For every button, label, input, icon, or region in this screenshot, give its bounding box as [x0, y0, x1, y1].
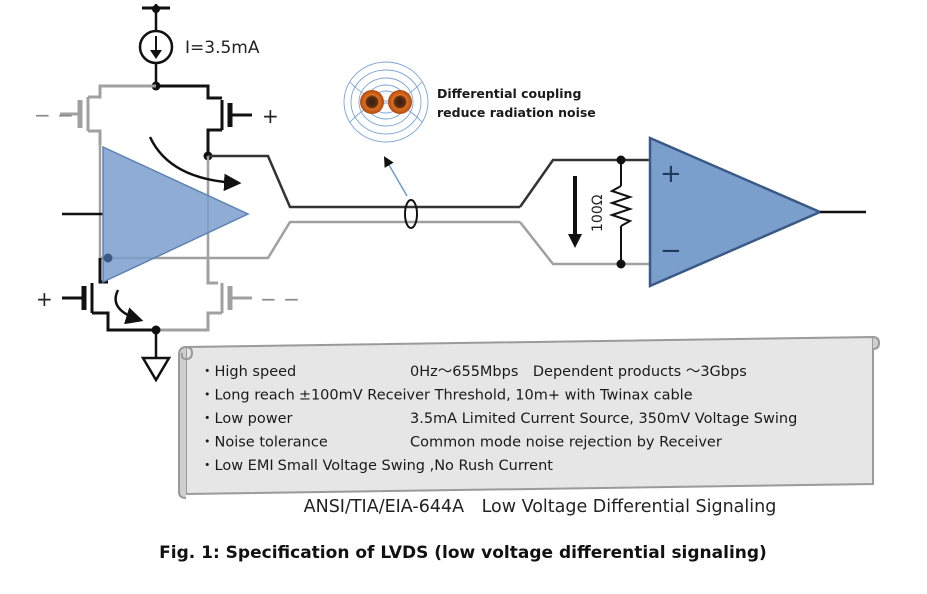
current-source-icon [138, 29, 174, 65]
receiver-plus-sign: + [660, 159, 682, 189]
current-arrow-bottom [114, 289, 144, 325]
current-arrow-top [148, 136, 242, 192]
resistor-label: 100Ω [590, 194, 606, 232]
driver-triangle [102, 145, 250, 284]
spec-scroll: ・High speed 0Hz〜655Mbps Dependent product… [178, 335, 881, 499]
top-left-sign: − − [34, 103, 74, 127]
wire-conductor-icon [388, 90, 412, 114]
bottom-left-transistor [62, 258, 156, 332]
spec-row-label: ・Low EMI [200, 458, 274, 474]
coupling-note-line2: reduce radiation noise [437, 105, 596, 120]
bottom-right-transistor [156, 258, 252, 332]
current-label: I=3.5mA [185, 38, 260, 58]
spec-list: ・High speed 0Hz〜655Mbps Dependent product… [200, 364, 797, 474]
field-lines-icon [343, 61, 429, 143]
spec-row-value: Small Voltage Swing ,No Rush Current [278, 458, 554, 474]
spec-row-label: ・Long reach [200, 388, 295, 404]
spec-row-value: 3.5mA Limited Current Source, 350mV Volt… [410, 411, 797, 427]
bottom-left-sign: + [36, 287, 53, 311]
driver-circuit: I=3.5mA − − + [34, 4, 520, 383]
spec-row-label: ・Noise tolerance [200, 435, 328, 451]
spec-row-label: ・Low power [200, 411, 293, 427]
receiver-triangle [648, 136, 824, 288]
twisted-pair-marker [404, 199, 418, 229]
top-left-transistor [60, 95, 102, 145]
spec-row-value: ±100mV Receiver Threshold, 10m+ with Twi… [299, 388, 693, 404]
wire-conductor-icon [360, 90, 384, 114]
top-right-transistor [206, 96, 252, 156]
receiver-minus-sign: − [660, 236, 682, 266]
bottom-right-sign: − − [260, 287, 300, 311]
spec-row-value: 0Hz〜655Mbps Dependent products 〜3Gbps [410, 364, 747, 380]
receiver-circuit: 100Ω + − [518, 136, 866, 288]
coupling-note-line1: Differential coupling [437, 86, 581, 101]
termination-resistor-icon [608, 185, 634, 227]
top-right-sign: + [262, 104, 279, 128]
spec-row-value: Common mode noise rejection by Receiver [410, 435, 722, 451]
standard-caption: ANSI/TIA/EIA-644A Low Voltage Differenti… [304, 497, 777, 517]
spec-row-label: ・High speed [200, 364, 296, 380]
ground-icon [140, 356, 172, 383]
figure-caption: Fig. 1: Specification of LVDS (low volta… [159, 543, 767, 563]
